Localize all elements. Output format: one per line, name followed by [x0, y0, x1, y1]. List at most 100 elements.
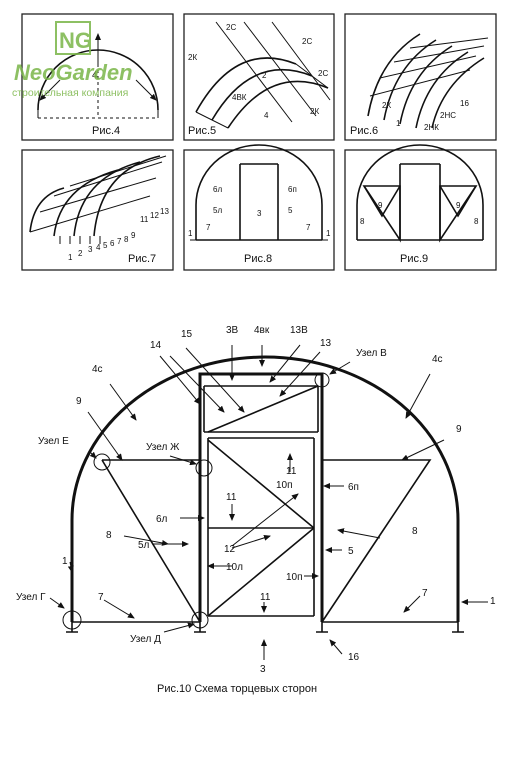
panel-fig8-label: 3 [257, 209, 262, 218]
panel-fig6-caption: Рис.6 [350, 125, 378, 137]
panel-fig5-label: 2С [302, 37, 312, 46]
panel-fig8-caption: Рис.8 [244, 253, 272, 265]
panel-fig8-label: 1 [326, 229, 331, 238]
label-3: 3 [260, 664, 266, 675]
panel-fig7-label: 11 [140, 215, 149, 224]
panel-fig8-label: 7 [306, 223, 311, 232]
label-4c-left: 4с [92, 364, 103, 375]
panel-fig5-label: 2С [318, 69, 328, 78]
panel-fig9-label: 8 [474, 217, 479, 226]
panel-fig6-label: 1 [396, 119, 401, 128]
panel-fig6-label: 16 [460, 99, 469, 108]
logo-name: NeoGarden [14, 60, 133, 85]
panel-fig9-caption: Рис.9 [400, 253, 428, 265]
label-6p: 6п [348, 482, 359, 493]
label-11-bottom: 11 [260, 592, 271, 603]
panel-fig7-label: 5 [103, 241, 108, 250]
label-14: 14 [150, 340, 162, 351]
label-7-left: 7 [98, 592, 104, 603]
label-4c-right: 4с [432, 354, 443, 365]
logo-mark: NG [59, 28, 92, 53]
node-v-marker [314, 372, 330, 388]
panel-fig8-label: 5л [213, 206, 222, 215]
label-10p-top: 10п [276, 480, 293, 491]
label-4vk: 4вк [254, 325, 270, 336]
panel-fig7-label: 7 [117, 237, 122, 246]
label-node-g: Узел Г [16, 592, 46, 603]
label-9-left: 9 [76, 396, 82, 407]
node-d-marker [191, 611, 209, 629]
label-1-right: 1 [490, 596, 496, 607]
panel-fig5-label: 2 [262, 71, 267, 80]
panel-fig6-label: 2НС [440, 111, 456, 120]
panel-fig9-label: 9 [456, 201, 461, 210]
panel-fig5-caption: Рис.5 [188, 125, 216, 137]
panel-fig4-label: 4 [92, 70, 98, 81]
label-5: 5 [348, 546, 354, 557]
panel-fig4-caption: Рис.4 [92, 125, 120, 137]
panel-fig7-label: 1 [68, 253, 73, 262]
label-12: 12 [224, 544, 236, 555]
label-6l: 6л [156, 514, 168, 525]
label-13v: 13В [290, 325, 308, 336]
label-11-top: 11 [286, 466, 297, 477]
arch [70, 355, 460, 622]
label-7-right: 7 [422, 588, 428, 599]
panel-fig8-label: 1 [188, 229, 193, 238]
panel-fig6: 2К 16 2НС 1 2НК Рис.6 [344, 13, 497, 141]
main-caption: Рис.10 Схема торцевых сторон [157, 683, 317, 695]
company-logo: NG NeoGarden строительная компания [12, 21, 133, 99]
label-9-right: 9 [456, 424, 462, 435]
panel-fig9-label: 9 [378, 201, 383, 210]
label-10p: 10п [286, 572, 303, 583]
label-node-v: Узел В [356, 348, 387, 359]
panel-fig7-caption: Рис.7 [128, 253, 156, 265]
panel-fig5: 2С 2С 2К 2С 2 4ВК 2К 4 Рис.5 [183, 13, 335, 141]
panel-fig6-label: 2К [382, 101, 391, 110]
label-node-d: Узел Д [130, 634, 161, 645]
panel-fig5-label: 2С [226, 23, 236, 32]
node-g-marker [62, 610, 82, 630]
label-8-right: 8 [412, 526, 418, 537]
panel-fig4: 4 Рис.4 [21, 13, 174, 141]
label-node-e: Узел Е [38, 436, 69, 447]
panel-fig5-label: 4ВК [232, 93, 247, 102]
panel-fig8-label: 7 [206, 223, 211, 232]
panel-fig7-label: 4 [96, 243, 101, 252]
label-10l: 10л [226, 562, 243, 573]
panel-fig7-label: 8 [124, 235, 129, 244]
panel-fig7-label: 3 [88, 245, 93, 254]
panel-fig7: 1 2 3 4 5 6 7 8 9 11 12 13 Рис.7 [21, 149, 174, 271]
panel-fig8-label: 6л [213, 185, 222, 194]
panel-fig8-label: 5 [288, 206, 293, 215]
label-13: 13 [320, 338, 332, 349]
main-end-wall-diagram: 14 15 3В 4вк 13В 13 Узел В 4с 4с 9 9 Узе… [16, 325, 496, 695]
label-5l: 5л [138, 540, 150, 551]
node-zh-marker [195, 459, 213, 477]
label-node-zh: Узел Ж [146, 442, 180, 453]
panel-fig7-label: 13 [160, 207, 169, 216]
panel-fig8-label: 6п [288, 185, 297, 194]
logo-tagline: строительная компания [12, 87, 128, 99]
panel-fig5-label: 2К [310, 107, 319, 116]
panel-fig7-label: 6 [110, 239, 115, 248]
panel-fig9: 9 9 8 8 Рис.9 [344, 144, 497, 271]
label-3v: 3В [226, 325, 239, 336]
panel-fig7-label: 12 [150, 211, 159, 220]
label-11-mid: 11 [226, 492, 237, 503]
node-e-marker [93, 453, 111, 471]
label-8-left: 8 [106, 530, 112, 541]
panel-fig7-label: 9 [131, 231, 136, 240]
label-15: 15 [181, 329, 193, 340]
panel-fig9-label: 8 [360, 217, 365, 226]
panel-fig7-label: 2 [78, 249, 83, 258]
panel-fig5-label: 4 [264, 111, 269, 120]
panel-fig6-label: 2НК [424, 123, 439, 132]
door-frame [198, 372, 324, 622]
panel-fig8: 6л 6п 5л 5 3 7 7 1 1 Рис.8 [183, 144, 335, 271]
panel-fig5-label: 2К [188, 53, 197, 62]
right-truss [321, 459, 432, 623]
label-16: 16 [348, 652, 360, 663]
label-1-left: 1 [62, 556, 68, 567]
